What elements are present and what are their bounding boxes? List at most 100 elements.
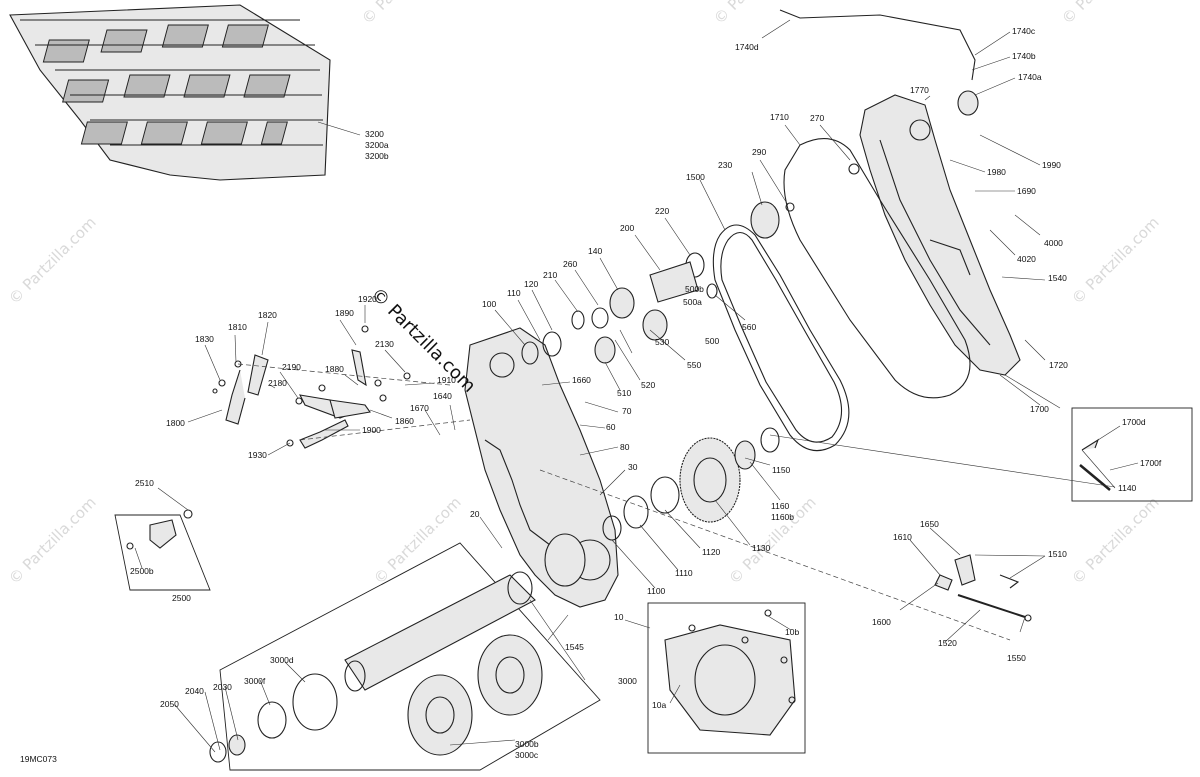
part-label-220[interactable]: 220 bbox=[655, 206, 669, 216]
part-label-1600[interactable]: 1600 bbox=[872, 617, 891, 627]
part-label-1650[interactable]: 1650 bbox=[920, 519, 939, 529]
part-label-1150[interactable]: 1150 bbox=[772, 465, 791, 475]
part-label-500a[interactable]: 500a bbox=[683, 297, 702, 307]
part-label-2500[interactable]: 2500 bbox=[172, 593, 191, 603]
part-label-200[interactable]: 200 bbox=[620, 223, 634, 233]
part-label-1740b[interactable]: 1740b bbox=[1012, 51, 1036, 61]
part-label-1670[interactable]: 1670 bbox=[410, 403, 429, 413]
part-label-210[interactable]: 210 bbox=[543, 270, 557, 280]
part-label-3000b[interactable]: 3000b bbox=[515, 739, 539, 749]
part-label-30[interactable]: 30 bbox=[628, 462, 638, 472]
part-label-3000f[interactable]: 3000f bbox=[244, 676, 266, 686]
part-label-270[interactable]: 270 bbox=[810, 113, 824, 123]
part-label-2040[interactable]: 2040 bbox=[185, 686, 204, 696]
shift-linkage bbox=[212, 325, 411, 449]
part-label-230[interactable]: 230 bbox=[718, 160, 732, 170]
part-label-1900[interactable]: 1900 bbox=[362, 425, 381, 435]
part-label-1770[interactable]: 1770 bbox=[910, 85, 929, 95]
watermark: © Partzilla.com bbox=[358, 0, 453, 28]
part-label-1160[interactable]: 1160 bbox=[771, 501, 790, 511]
part-label-1920[interactable]: 1920 bbox=[358, 294, 377, 304]
part-label-500[interactable]: 500 bbox=[705, 336, 719, 346]
upper-shaft-assembly bbox=[521, 163, 860, 365]
part-label-2130[interactable]: 2130 bbox=[375, 339, 394, 349]
gasket-1710 bbox=[783, 138, 971, 399]
part-label-1520[interactable]: 1520 bbox=[938, 638, 957, 648]
part-label-1540[interactable]: 1540 bbox=[1048, 273, 1067, 283]
part-label-1120[interactable]: 1120 bbox=[702, 547, 721, 557]
chaincase-front bbox=[464, 327, 619, 608]
part-label-3000[interactable]: 3000 bbox=[618, 676, 637, 686]
part-label-120[interactable]: 120 bbox=[524, 279, 538, 289]
part-label-1710[interactable]: 1710 bbox=[770, 112, 789, 122]
part-label-3000c[interactable]: 3000c bbox=[515, 750, 539, 760]
watermark: © Partzilla.com bbox=[5, 213, 100, 308]
part-label-1880[interactable]: 1880 bbox=[325, 364, 344, 374]
part-label-10[interactable]: 10 bbox=[614, 612, 624, 622]
part-label-1700f[interactable]: 1700f bbox=[1140, 458, 1162, 468]
part-label-1140[interactable]: 1140 bbox=[1118, 483, 1137, 493]
part-label-1810[interactable]: 1810 bbox=[228, 322, 247, 332]
part-label-290[interactable]: 290 bbox=[752, 147, 766, 157]
part-label-1740c[interactable]: 1740c bbox=[1012, 26, 1036, 36]
part-label-140[interactable]: 140 bbox=[588, 246, 602, 256]
part-label-2180[interactable]: 2180 bbox=[268, 378, 287, 388]
part-label-2190[interactable]: 2190 bbox=[282, 362, 301, 372]
part-label-2050[interactable]: 2050 bbox=[160, 699, 179, 709]
part-label-1740a[interactable]: 1740a bbox=[1018, 72, 1042, 82]
part-label-1100[interactable]: 1100 bbox=[647, 586, 666, 596]
part-label-2030[interactable]: 2030 bbox=[213, 682, 232, 692]
part-label-2510[interactable]: 2510 bbox=[135, 478, 154, 488]
part-label-1820[interactable]: 1820 bbox=[258, 310, 277, 320]
part-label-3200a[interactable]: 3200a bbox=[365, 140, 389, 150]
box-3000 bbox=[209, 542, 601, 771]
part-label-4000[interactable]: 4000 bbox=[1044, 238, 1063, 248]
box-2500 bbox=[114, 509, 211, 591]
part-label-10b[interactable]: 10b bbox=[785, 627, 799, 637]
part-label-1890[interactable]: 1890 bbox=[335, 308, 354, 318]
part-label-520[interactable]: 520 bbox=[641, 380, 655, 390]
part-label-110[interactable]: 110 bbox=[507, 288, 521, 298]
part-label-510[interactable]: 510 bbox=[617, 388, 631, 398]
part-label-1930[interactable]: 1930 bbox=[248, 450, 267, 460]
part-label-1690[interactable]: 1690 bbox=[1017, 186, 1036, 196]
part-label-1830[interactable]: 1830 bbox=[195, 334, 214, 344]
part-label-1660[interactable]: 1660 bbox=[572, 375, 591, 385]
part-label-1160b[interactable]: 1160b bbox=[771, 512, 794, 522]
part-label-2500b[interactable]: 2500b bbox=[130, 566, 154, 576]
part-label-1860[interactable]: 1860 bbox=[395, 416, 414, 426]
part-label-1910[interactable]: 1910 bbox=[437, 375, 456, 385]
part-label-1610[interactable]: 1610 bbox=[893, 532, 912, 542]
part-label-1700d[interactable]: 1700d bbox=[1122, 417, 1146, 427]
part-label-1545[interactable]: 1545 bbox=[565, 642, 584, 652]
part-label-10a[interactable]: 10a bbox=[652, 700, 666, 710]
reference-lines bbox=[237, 363, 1011, 641]
part-label-500b[interactable]: 500b bbox=[685, 284, 704, 294]
part-label-1110[interactable]: 1110 bbox=[675, 568, 693, 578]
part-label-1740d[interactable]: 1740d bbox=[735, 42, 759, 52]
part-label-1800[interactable]: 1800 bbox=[166, 418, 185, 428]
part-label-80[interactable]: 80 bbox=[620, 442, 630, 452]
part-label-1720[interactable]: 1720 bbox=[1049, 360, 1068, 370]
part-label-3200b[interactable]: 3200b bbox=[365, 151, 389, 161]
part-label-1550[interactable]: 1550 bbox=[1007, 653, 1026, 663]
part-label-1500[interactable]: 1500 bbox=[686, 172, 705, 182]
part-label-560[interactable]: 560 bbox=[742, 322, 756, 332]
part-label-1640[interactable]: 1640 bbox=[433, 391, 452, 401]
part-label-70[interactable]: 70 bbox=[622, 406, 632, 416]
part-label-1130[interactable]: 1130 bbox=[752, 543, 771, 553]
part-label-60[interactable]: 60 bbox=[606, 422, 616, 432]
part-label-1510[interactable]: 1510 bbox=[1048, 549, 1067, 559]
part-label-1990[interactable]: 1990 bbox=[1042, 160, 1061, 170]
part-label-1980[interactable]: 1980 bbox=[987, 167, 1006, 177]
part-label-100[interactable]: 100 bbox=[482, 299, 496, 309]
part-label-20[interactable]: 20 bbox=[470, 509, 480, 519]
part-label-1700[interactable]: 1700 bbox=[1030, 404, 1049, 414]
part-label-260[interactable]: 260 bbox=[563, 259, 577, 269]
part-label-3200[interactable]: 3200 bbox=[365, 129, 384, 139]
part-label-4020[interactable]: 4020 bbox=[1017, 254, 1036, 264]
part-label-3000d[interactable]: 3000d bbox=[270, 655, 294, 665]
part-label-550[interactable]: 550 bbox=[687, 360, 701, 370]
part-label-530[interactable]: 530 bbox=[655, 337, 669, 347]
